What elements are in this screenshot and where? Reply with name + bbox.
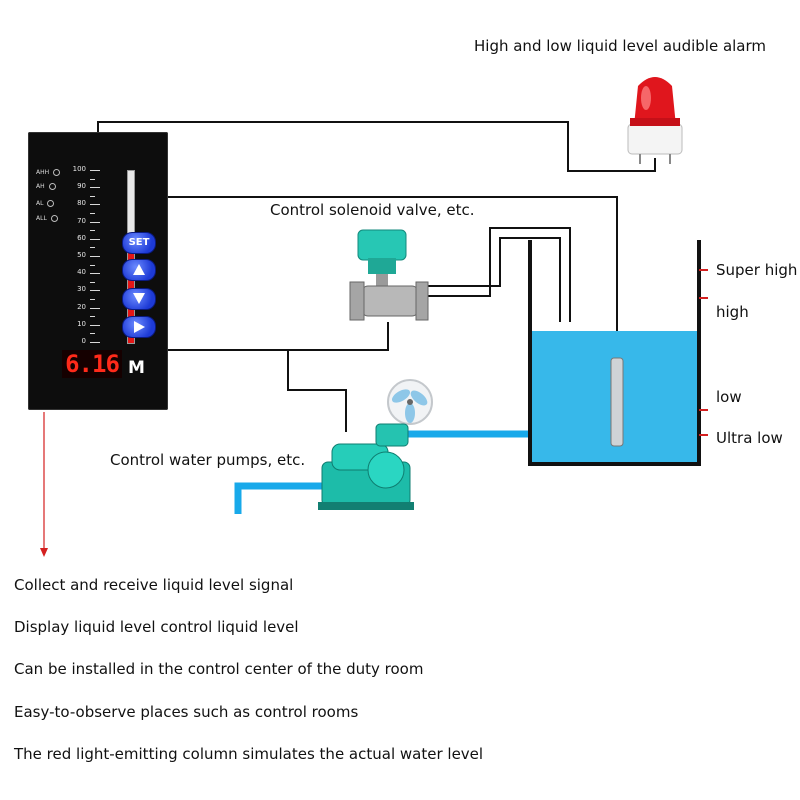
- solenoid-valve-icon: [349, 229, 429, 321]
- signal-wires: [97, 121, 656, 432]
- pointer-arrow: [40, 412, 48, 557]
- water-pipes: [234, 430, 535, 514]
- led-icon: [53, 169, 61, 176]
- wire-to-alarm: [97, 121, 656, 172]
- alarm-indicator-label: AHH: [36, 169, 50, 176]
- scale-tick: [90, 290, 100, 292]
- pump-label: Control water pumps, etc.: [110, 451, 306, 469]
- led-icon: [48, 183, 56, 190]
- water-pump-icon: [318, 423, 414, 510]
- scale-minor-tick: [90, 281, 95, 283]
- scale-tick-label: 40: [77, 268, 86, 277]
- scale-minor-tick: [90, 247, 95, 249]
- scale-minor-tick: [90, 264, 95, 266]
- scale-tick: [90, 221, 100, 223]
- scale-minor-tick: [90, 316, 95, 318]
- fan-icon: [387, 379, 433, 425]
- level-label-low: low: [716, 388, 742, 406]
- scale-tick: [90, 342, 100, 343]
- level-label-super-high: Super high: [716, 261, 798, 279]
- scale-minor-tick: [90, 333, 95, 335]
- alarm-indicator-label: ALL: [36, 215, 47, 222]
- wire-to-valve: [168, 322, 389, 351]
- inlet-pipe: [234, 482, 322, 514]
- alarm-indicator-label: AH: [36, 183, 45, 190]
- scale-tick-label: 100: [72, 165, 86, 173]
- led-icon: [50, 215, 58, 222]
- scale-tick: [90, 204, 100, 206]
- scale-tick-label: 0: [81, 337, 86, 345]
- valve-label: Control solenoid valve, etc.: [270, 201, 475, 219]
- alarm-indicator-ah: AH: [36, 183, 56, 190]
- alarm-indicator-al: AL: [36, 200, 55, 207]
- level-label-ultra-low: Ultra low: [716, 429, 783, 447]
- wire-valve-tank-a: [418, 227, 571, 322]
- alarm-indicator-all: ALL: [36, 215, 58, 222]
- level-markers: [699, 269, 708, 436]
- scale-tick: [90, 273, 100, 275]
- shift-button[interactable]: [122, 316, 156, 338]
- display-unit: M: [128, 358, 145, 378]
- scale-minor-tick: [90, 213, 95, 214]
- arrow-down-icon: [133, 293, 145, 304]
- description-line: Easy-to-observe places such as control r…: [14, 703, 359, 721]
- tank: [528, 240, 708, 466]
- scale-tick-label: 20: [77, 302, 86, 311]
- alarm-label: High and low liquid level audible alarm: [474, 37, 767, 55]
- scale-tick-label: 30: [77, 285, 86, 294]
- scale-tick: [90, 307, 100, 309]
- level-sensor-probe: [610, 357, 624, 447]
- up-button[interactable]: [122, 259, 156, 281]
- scale-tick-label: 90: [77, 182, 86, 191]
- alarm-indicator-label: AL: [36, 200, 44, 207]
- description-line: Can be installed in the control center o…: [14, 660, 424, 678]
- scale-minor-tick: [90, 195, 95, 197]
- arrow-up-icon: [133, 264, 145, 275]
- led-icon: [47, 200, 55, 207]
- scale-tick: [90, 187, 100, 189]
- alarm-beacon-icon: [627, 77, 683, 164]
- scale-tick: [90, 170, 100, 171]
- description-line: Display liquid level control liquid leve…: [14, 618, 299, 636]
- scale-tick-label: 70: [77, 216, 86, 225]
- down-button[interactable]: [122, 288, 156, 310]
- scale-tick-label: 10: [77, 319, 86, 328]
- scale-tick-label: 50: [77, 251, 86, 259]
- scale-tick: [90, 324, 100, 326]
- wire-to-sensor: [168, 196, 618, 380]
- alarm-indicator-ahh: AHH: [36, 169, 61, 176]
- display-value: 6.16: [65, 350, 120, 378]
- scale-tick: [90, 238, 100, 240]
- scale-minor-tick: [90, 230, 95, 232]
- wire-valve-tank-b: [418, 237, 561, 322]
- set-button[interactable]: SET: [122, 232, 156, 254]
- level-label-high: high: [716, 303, 749, 321]
- digital-display: 6.16: [62, 350, 122, 378]
- arrow-right-icon: [133, 321, 145, 333]
- scale-tick-label: 60: [77, 233, 86, 242]
- description-line: Collect and receive liquid level signal: [14, 576, 294, 594]
- scale-minor-tick: [90, 178, 95, 180]
- scale-tick-label: 80: [77, 199, 86, 208]
- scale-minor-tick: [90, 299, 95, 300]
- scale-tick: [90, 256, 100, 257]
- tank-walls: [528, 240, 701, 466]
- description-line: The red light-emitting column simulates …: [14, 745, 484, 763]
- wire-to-pump: [287, 350, 347, 432]
